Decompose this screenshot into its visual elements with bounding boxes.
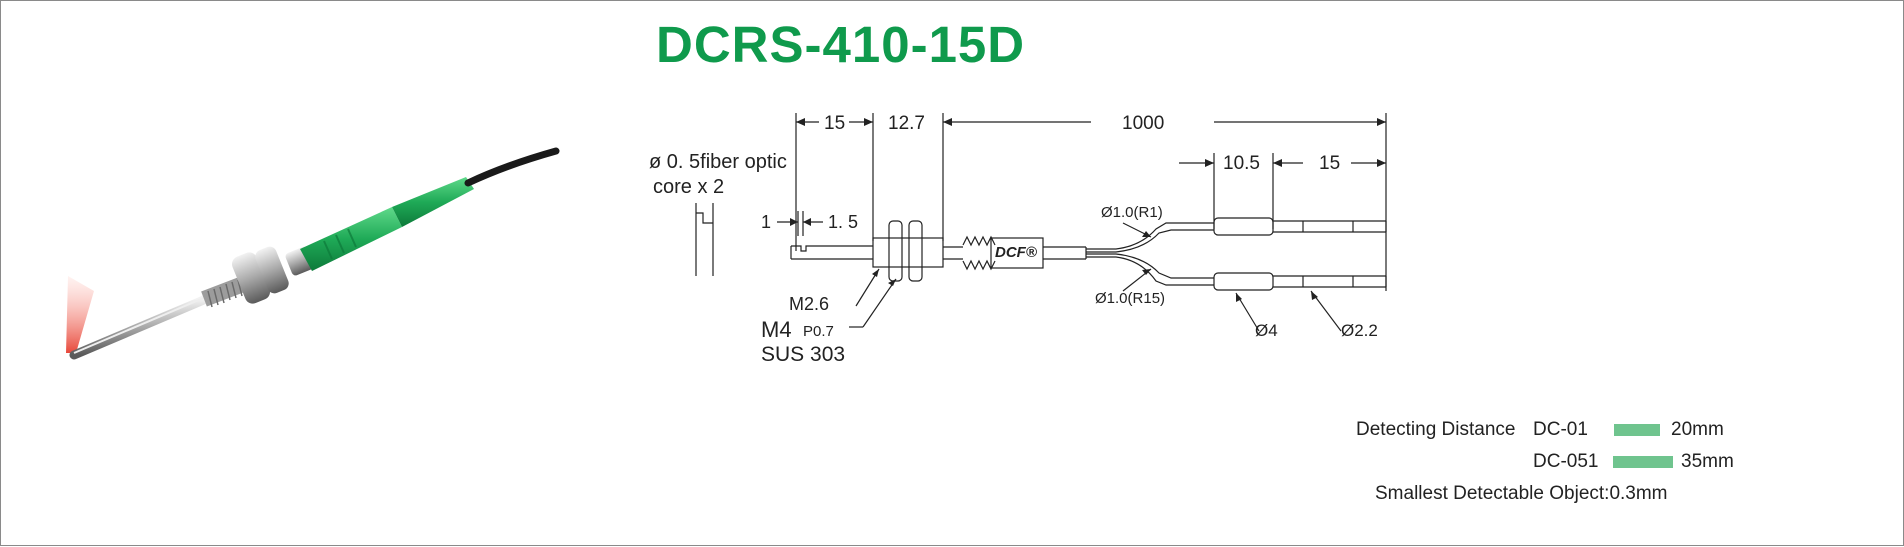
detecting-distance-label: Detecting Distance <box>1356 419 1516 440</box>
label-phi4: Ø4 <box>1255 321 1278 340</box>
dim-1: 1 <box>761 212 772 232</box>
dim-15-left: 15 <box>824 113 846 134</box>
dim-10-5: 10.5 <box>1223 153 1260 174</box>
product-photo <box>66 147 560 360</box>
label-m4: M4 <box>761 317 792 342</box>
label-phi2-2: Ø2.2 <box>1341 321 1378 340</box>
fiber-note-line1: ø 0. 5fiber optic <box>649 151 787 173</box>
label-r1: Ø1.0(R1) <box>1101 204 1163 221</box>
brand-logo: DCF® <box>995 244 1037 261</box>
label-sus-303: SUS 303 <box>761 343 846 366</box>
smallest-object: Smallest Detectable Object:0.3mm <box>1375 483 1668 504</box>
dc01-name: DC-01 <box>1533 419 1588 440</box>
dc051-name: DC-051 <box>1533 451 1599 472</box>
dc051-bar <box>1613 456 1673 468</box>
dim-1-5: 1. 5 <box>828 212 859 232</box>
label-p0-7: P0.7 <box>803 323 834 340</box>
label-m2-6: M2.6 <box>789 294 830 314</box>
dc051-value: 35mm <box>1681 451 1734 472</box>
dc01-value: 20mm <box>1671 419 1724 440</box>
laser-beam-icon <box>66 276 94 353</box>
dim-15-right: 15 <box>1319 153 1341 174</box>
dc01-bar <box>1614 424 1660 436</box>
fiber-note-line2: core x 2 <box>653 176 725 198</box>
label-r15: Ø1.0(R15) <box>1095 290 1166 307</box>
page-title: DCRS-410-15D <box>656 16 1026 73</box>
cable-icon <box>464 147 560 187</box>
green-boot-icon <box>300 207 402 271</box>
dim-1000: 1000 <box>1122 113 1165 134</box>
dim-12-7: 12.7 <box>888 113 925 134</box>
